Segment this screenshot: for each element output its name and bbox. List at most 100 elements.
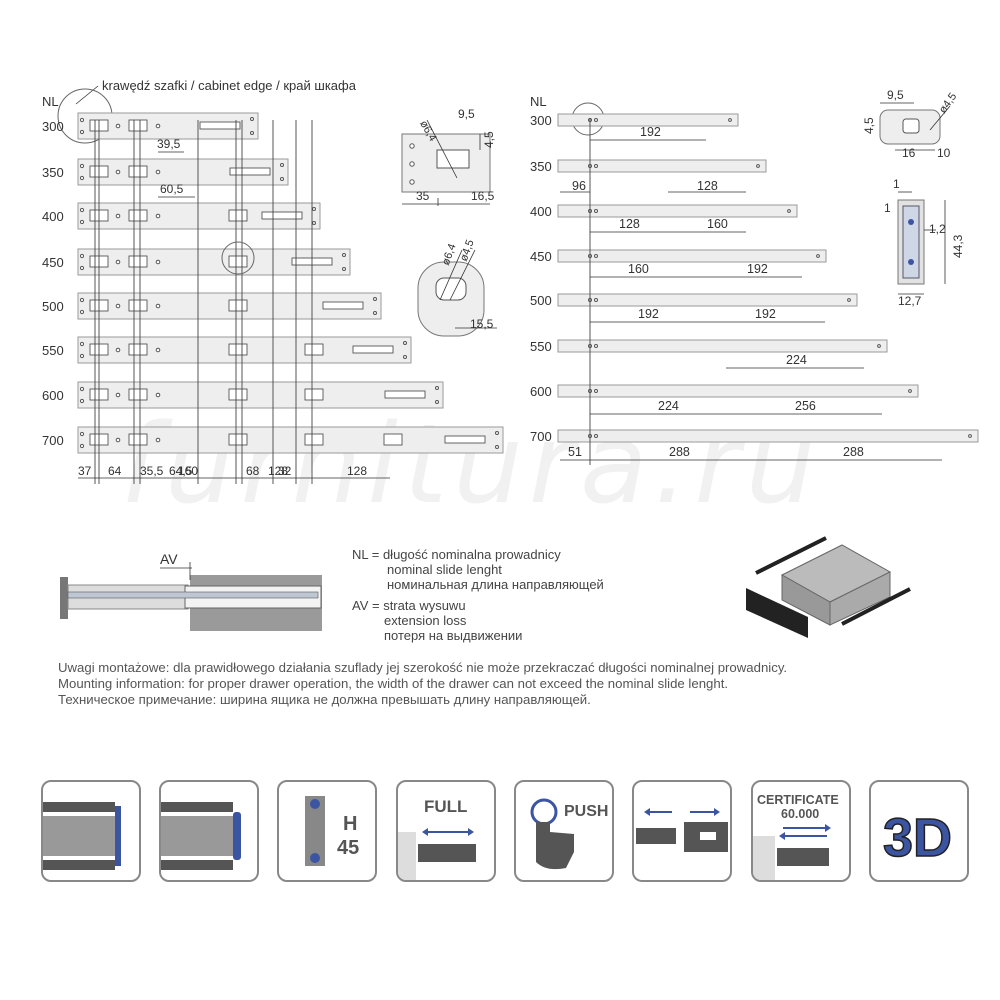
right-rail (557, 339, 888, 353)
detail-oval (417, 249, 497, 337)
right-dim-label: 192 (638, 307, 659, 321)
detail-circle-450 (221, 241, 255, 275)
dim-39-5: 39,5 (157, 137, 181, 151)
profile-dia-4-5: ø4,5 (937, 91, 959, 116)
right-dim-label: 51 (568, 445, 582, 459)
icon-push-label: PUSH (564, 803, 608, 820)
left-bottom-dim: 68 (246, 464, 260, 478)
left-bottom-dim: 64,5 (169, 464, 193, 478)
right-dim-label: 160 (707, 217, 728, 231)
right-rail (557, 249, 827, 263)
right-rail (557, 204, 798, 218)
icon-3d-label: 3D (883, 808, 952, 868)
right-dim-label: 96 (572, 179, 586, 193)
right-rail (557, 384, 919, 398)
detail-9-5: 9,5 (458, 107, 475, 121)
av-label: AV (160, 551, 178, 567)
legend-av-2: extension loss (384, 613, 467, 628)
section-12-7: 12,7 (898, 294, 922, 308)
nl-label-left: NL (42, 94, 59, 109)
right-dim-label: 288 (669, 445, 690, 459)
icon-3d-adjustment: 3D (869, 780, 969, 882)
detail-4-5: 4,5 (482, 131, 496, 148)
right-length-label: 600 (530, 384, 552, 399)
left-bottom-dim: 64 (108, 464, 122, 478)
right-length-label: 300 (530, 113, 552, 128)
left-bottom-dim: 35,5 (140, 464, 164, 478)
right-length-label: 550 (530, 339, 552, 354)
nl-label-right: NL (530, 94, 547, 109)
right-length-label: 400 (530, 204, 552, 219)
right-rail (557, 293, 858, 307)
left-length-label: 500 (42, 299, 64, 314)
icon-height-45: H 45 (277, 780, 377, 882)
legend-av-3: потеря на выдвижении (384, 628, 523, 643)
left-length-label: 400 (42, 209, 64, 224)
right-dim-label: 256 (795, 399, 816, 413)
cabinet-edge-label: krawędź szafki / cabinet edge / край шка… (102, 78, 357, 93)
detail-bracket (401, 119, 491, 206)
right-length-label: 700 (530, 429, 552, 444)
section-1a: 1 (893, 177, 900, 191)
right-dim-label: 128 (619, 217, 640, 231)
right-dim-label: 128 (697, 179, 718, 193)
profile-16: 16 (902, 146, 916, 160)
profile-10: 10 (937, 146, 951, 160)
right-length-label: 350 (530, 159, 552, 174)
left-bottom-dim: 32 (278, 464, 292, 478)
icon-certificate: CERTIFICATE 60.000 (751, 780, 851, 882)
note-en: Mounting information: for proper drawer … (58, 676, 729, 691)
profile-4-5: 4,5 (862, 117, 876, 134)
av-drawing (60, 562, 322, 631)
left-length-label: 450 (42, 255, 64, 270)
cabinet-edge-leader (75, 85, 99, 105)
left-rail (77, 381, 444, 409)
right-rails-group: 300 350 400 450 500 550 600 700 192 96 128 128 160 16… (530, 113, 979, 465)
profile-detail (879, 102, 951, 151)
section-1b: 1 (884, 201, 891, 215)
icon-cert-value: 60.000 (781, 807, 819, 821)
left-bottom-dim: 160 (178, 464, 198, 478)
profile-9-5: 9,5 (887, 88, 904, 102)
legend-nl-2: nominal slide lenght (387, 562, 502, 577)
section-44-3: 44,3 (951, 234, 965, 258)
drawer-illustration (746, 536, 911, 638)
left-bottom-dim: 128 (268, 464, 288, 478)
right-length-label: 500 (530, 293, 552, 308)
icon-slide-end (159, 780, 259, 882)
left-length-label: 550 (42, 343, 64, 358)
section-1-2: 1,2 (929, 222, 946, 236)
right-rail (557, 113, 739, 127)
dim-60-5: 60,5 (160, 182, 184, 196)
right-rail (557, 429, 979, 443)
legend-nl-1: NL = długość nominalna prowadnicy (352, 547, 561, 562)
icon-full-label: FULL (424, 797, 467, 816)
right-length-label: 450 (530, 249, 552, 264)
oval-15-5: 15,5 (470, 317, 494, 331)
right-dim-label: 192 (640, 125, 661, 139)
left-bottom-dim: 128 (347, 464, 367, 478)
icon-full-extension: FULL (396, 780, 496, 882)
right-dim-label: 224 (786, 353, 807, 367)
left-length-label: 600 (42, 388, 64, 403)
right-dim-label: 160 (628, 262, 649, 276)
icon-cert-label: CERTIFICATE (757, 793, 839, 807)
right-dim-label: 192 (747, 262, 768, 276)
left-length-label: 300 (42, 119, 64, 134)
icon-ball-bearing-slide (41, 780, 141, 882)
right-dim-label: 192 (755, 307, 776, 321)
legend-nl-3: номинальная длина направляющей (387, 577, 604, 592)
section-detail (897, 191, 946, 295)
icon-detachable-rail (632, 780, 732, 882)
detail-16-5: 16,5 (471, 189, 495, 203)
right-dim-label: 224 (658, 399, 679, 413)
detail-35: 35 (416, 189, 430, 203)
legend-av-1: AV = strata wysuwu (352, 598, 466, 613)
right-rail (557, 159, 767, 173)
note-pl: Uwagi montażowe: dla prawidłowego działa… (58, 660, 788, 675)
icon-push-open: PUSH (514, 780, 614, 882)
right-dim-label: 288 (843, 445, 864, 459)
